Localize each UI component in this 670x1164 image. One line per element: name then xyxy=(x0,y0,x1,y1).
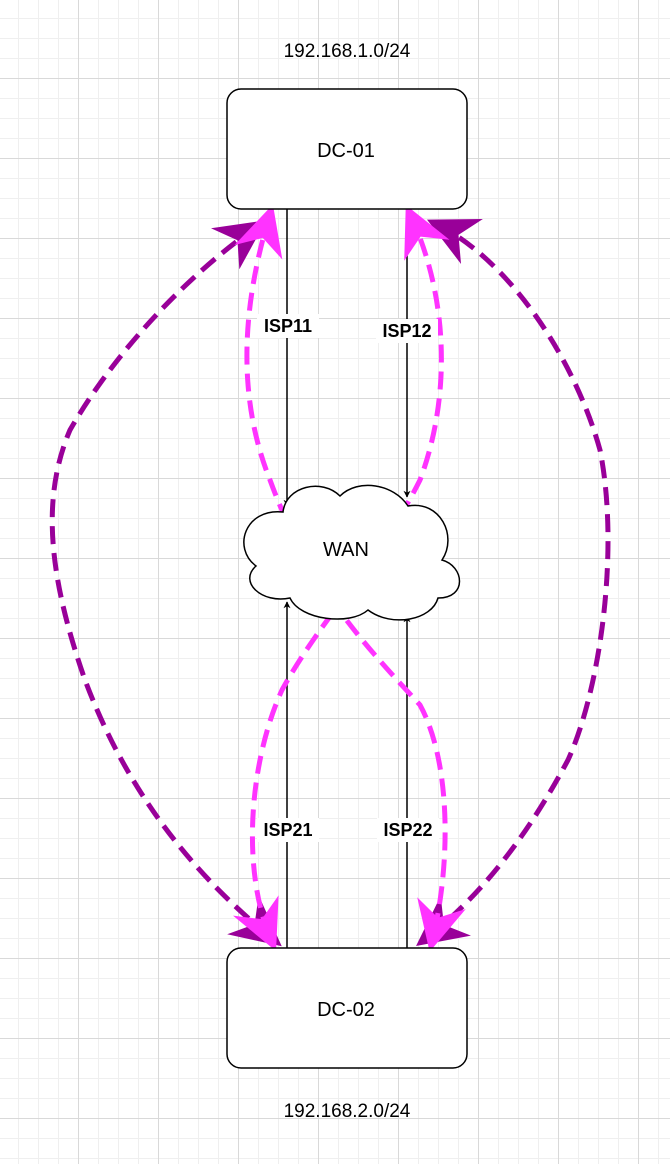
dc01-box xyxy=(226,88,468,210)
isp12-label: ISP12 xyxy=(382,321,431,341)
dc02-subnet-label: 192.168.2.0/24 xyxy=(284,1101,411,1122)
outer-path-left[interactable] xyxy=(49,220,282,947)
isp12-label-group: ISP12 xyxy=(376,319,438,343)
dc01-subnet-label: 192.168.1.0/24 xyxy=(284,41,411,62)
isp11-label: ISP11 xyxy=(264,316,312,336)
dc02-label: DC-02 xyxy=(317,999,375,1021)
dc01-node[interactable]: DC-01 xyxy=(226,88,468,210)
isp22-label: ISP22 xyxy=(383,820,432,840)
cloud-icon xyxy=(243,484,461,621)
inner-path-dc01-to-dc02-left[interactable] xyxy=(232,204,450,952)
dc02-box xyxy=(226,947,468,1069)
dc01-label: DC-01 xyxy=(317,140,375,162)
wan-label: WAN xyxy=(323,539,369,561)
outer-path-right[interactable] xyxy=(416,219,611,947)
dc02-node[interactable]: DC-02 xyxy=(226,947,468,1069)
isp21-label-group: ISP21 xyxy=(257,818,319,842)
wan-cloud[interactable]: WAN xyxy=(243,484,461,621)
isp11-label-group: ISP11 xyxy=(257,314,319,338)
isp22-label-group: ISP22 xyxy=(377,818,439,842)
isp21-label: ISP21 xyxy=(263,820,312,840)
